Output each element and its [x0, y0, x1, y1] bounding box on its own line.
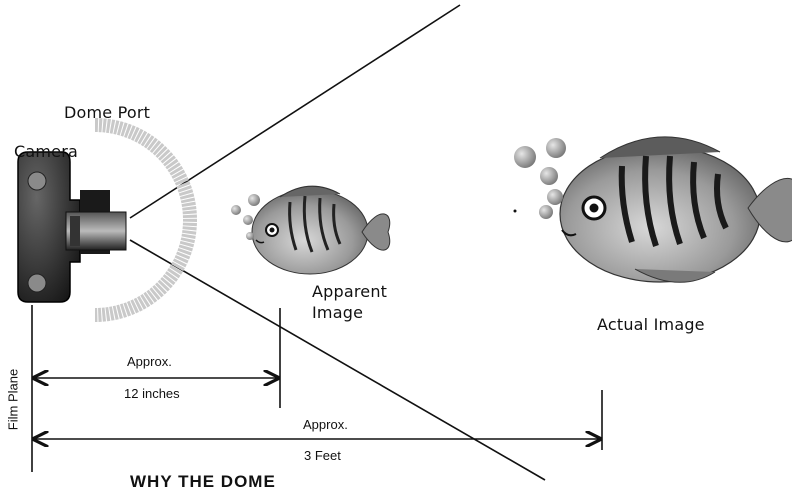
fish-icon — [560, 137, 792, 282]
actual-image-label: Actual Image — [597, 315, 705, 334]
camera-icon — [18, 152, 126, 302]
fish-icon — [252, 186, 390, 274]
far-distance-approx: Approx. — [303, 417, 348, 432]
near-distance-value: 12 inches — [124, 386, 180, 401]
far-distance-value: 3 Feet — [304, 448, 341, 463]
apparent-image-label-line1: Apparent — [312, 282, 387, 301]
apparent-image-label-line2: Image — [312, 303, 363, 322]
dome-port-label: Dome Port — [64, 103, 150, 122]
film-plane-label: Film Plane — [6, 365, 21, 435]
fov-lower-line — [130, 240, 545, 480]
caption-text: WHY THE DOME — [130, 472, 276, 492]
bubble-icon — [514, 138, 567, 219]
camera-label: Camera — [14, 142, 78, 161]
near-distance-approx: Approx. — [127, 354, 172, 369]
